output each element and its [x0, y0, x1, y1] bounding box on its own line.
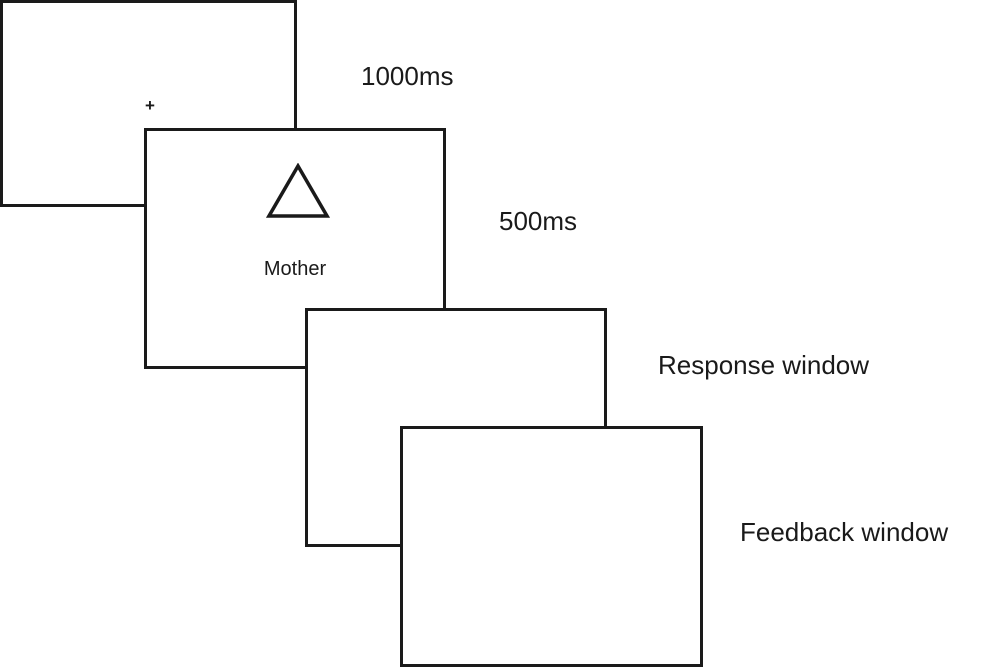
- stimulus-screen: Mother: [144, 128, 446, 369]
- stimulus-duration-label: 500ms: [499, 206, 578, 236]
- triangle-icon: [266, 163, 330, 218]
- feedback-screen: [400, 426, 703, 667]
- stimulus-word: Mother: [263, 258, 327, 280]
- response-window-label: Response window: [658, 350, 870, 380]
- feedback-window-label: Feedback window: [740, 517, 949, 547]
- fixation-duration-label: 1000ms: [361, 61, 454, 91]
- fixation-cross: +: [145, 96, 155, 115]
